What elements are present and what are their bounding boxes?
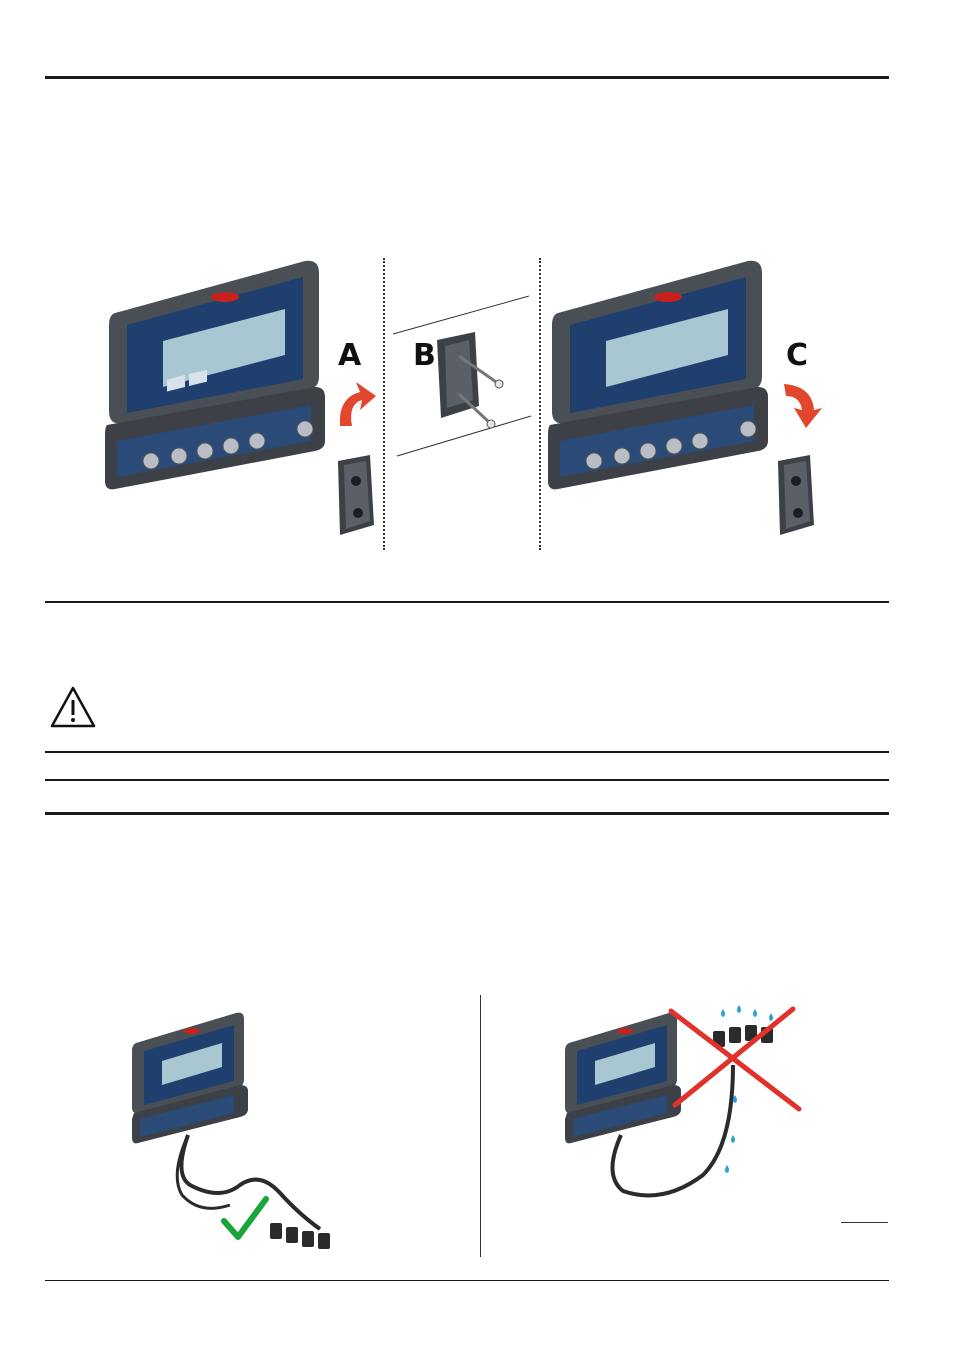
top-rule (45, 76, 889, 79)
bracket-c (770, 455, 820, 540)
section-rule-1 (45, 601, 889, 603)
arrow-up-icon (330, 378, 380, 428)
bracket-b (393, 294, 543, 464)
bracket-a (330, 455, 380, 540)
arrow-down-icon (776, 380, 826, 430)
separator-1 (383, 258, 385, 550)
device-left (105, 255, 325, 495)
warning-triangle-icon (50, 686, 96, 728)
label-b: B (413, 338, 436, 373)
bottom-rule (45, 1280, 889, 1281)
section-rule-2 (45, 812, 889, 815)
label-c: C (786, 338, 808, 373)
table-rule-mid (45, 779, 889, 781)
red-x-icon (665, 1005, 805, 1115)
footnote-rule (841, 1222, 888, 1223)
device-right (548, 255, 768, 495)
check-mark-icon (220, 1195, 270, 1245)
figure2-separator (480, 995, 481, 1257)
table-rule-top (45, 751, 889, 753)
label-a: A (338, 338, 361, 373)
